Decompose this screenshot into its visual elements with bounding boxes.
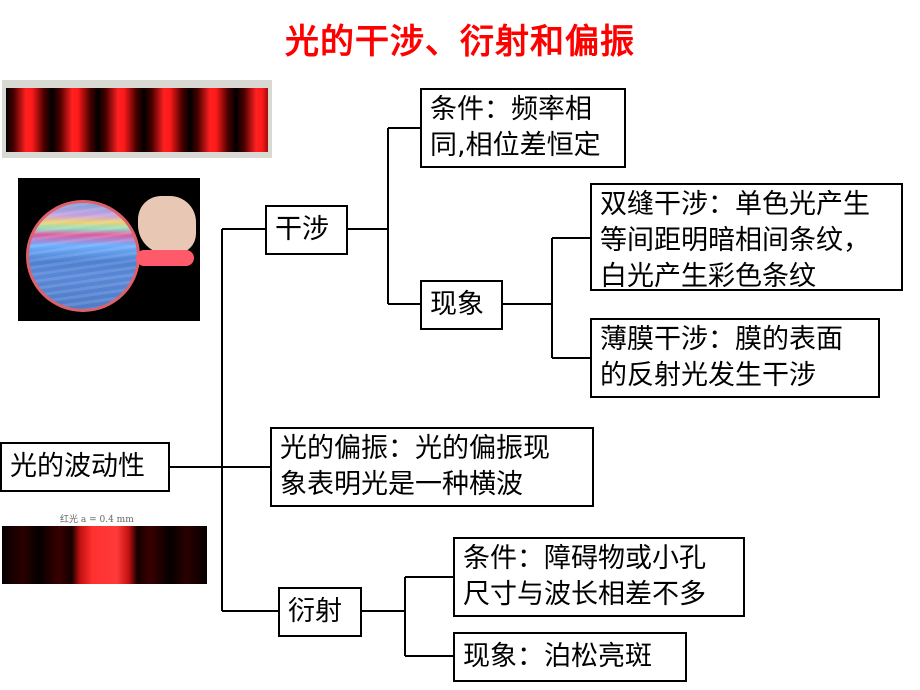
page-title: 光的干涉、衍射和偏振: [285, 22, 635, 62]
node-root: 光的波动性: [0, 442, 170, 492]
interference-fringes-image: [2, 80, 272, 158]
node-interference-phenomena: 现象: [420, 280, 503, 330]
node-diffraction: 衍射: [278, 587, 362, 637]
node-diffraction-condition: 条件：障碍物或小孔 尺寸与波长相差不多: [453, 537, 745, 617]
node-interference-condition: 条件：频率相 同,相位差恒定: [420, 88, 626, 168]
diffraction-band: [2, 526, 207, 584]
node-thin-film: 薄膜干涉：膜的表面 的反射光发生干涉: [590, 318, 880, 398]
ring-handle: [136, 250, 194, 266]
node-polarization: 光的偏振：光的偏振现 象表明光是一种横波: [270, 427, 594, 507]
soap-film-image: [18, 178, 200, 321]
node-double-slit: 双缝干涉：单色光产生 等间距明暗相间条纹， 白光产生彩色条纹: [590, 183, 903, 292]
soap-film-disc: [26, 200, 140, 312]
diffraction-image-caption: 红光 a = 0.4 mm: [60, 515, 134, 525]
hand-shape: [138, 196, 196, 254]
single-slit-diffraction-image: 红光 a = 0.4 mm: [2, 510, 207, 584]
red-fringe-pattern: [6, 88, 268, 152]
node-diffraction-phenomena: 现象：泊松亮斑: [453, 632, 687, 682]
node-interference: 干涉: [265, 205, 348, 255]
